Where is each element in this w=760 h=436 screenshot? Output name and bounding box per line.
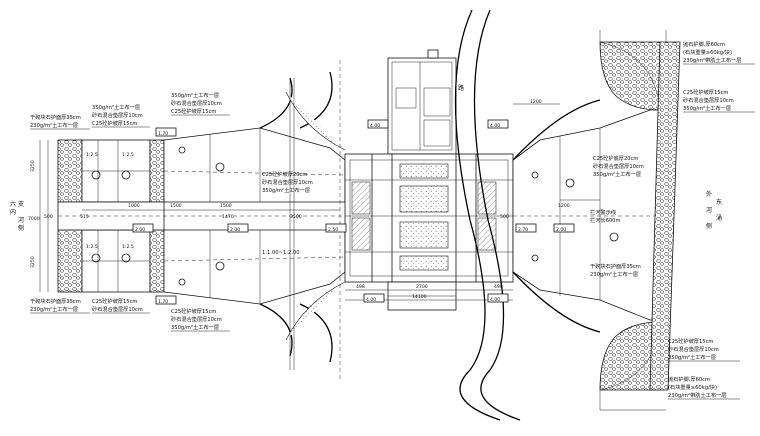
inlet-wing-top-outer bbox=[299, 71, 333, 129]
slope-label-4: 1:2.5 bbox=[122, 244, 134, 250]
ann-tl-riprap: 干砌块石护面厚35cm bbox=[30, 113, 81, 121]
inlet-transition bbox=[58, 127, 346, 305]
control-building bbox=[387, 49, 457, 155]
elev-10: 4.00 bbox=[366, 297, 376, 303]
road-edge-left bbox=[454, 9, 501, 421]
elev-3: 1.70 bbox=[158, 299, 168, 305]
ann-bl-riprap: 干砌块石护面厚35cm bbox=[30, 297, 81, 305]
river-right-3: 河 bbox=[706, 206, 712, 214]
ann-tr-geotex: 230g/m²带肋土工布一层 bbox=[683, 56, 741, 64]
dim-515: 515 bbox=[80, 214, 89, 220]
ann-bl2-gravel: 砂石混合垫层厚10cm bbox=[92, 305, 143, 313]
outlet-transition bbox=[512, 109, 661, 321]
ann-rm-gravel: 砂石混合垫层厚10cm bbox=[593, 162, 644, 170]
right-stone-embankment bbox=[649, 41, 681, 391]
inlet-wing-top bbox=[259, 77, 293, 129]
river-left-3: 支 bbox=[18, 200, 24, 208]
road-label: 路 bbox=[458, 84, 464, 92]
inlet-wing-bot-outer bbox=[299, 303, 333, 363]
dim-left-mid: 500 bbox=[44, 214, 53, 220]
ann-mid-c25: C25砼护坡厚20cm bbox=[262, 170, 307, 178]
elev-1: 1.70 bbox=[158, 131, 168, 137]
dim-total-left: 7000 bbox=[28, 216, 40, 222]
ann-br-c25: C25砼护坡厚15cm bbox=[668, 337, 713, 345]
ann-br-stone-w: (石块重量≥60kg/块) bbox=[668, 383, 717, 391]
ann-tl-geotex: 230g/m²土工布一层 bbox=[30, 121, 78, 129]
ann-br-gravel: 砂石混合垫层厚10cm bbox=[668, 345, 719, 353]
ann-tr-stone: 抛石护脚,厚60cm bbox=[683, 40, 725, 48]
ann-slope: 1:1.00~1:2.00 bbox=[262, 250, 300, 256]
ann-br-geotex: 350g/m²土工布一层 bbox=[668, 353, 716, 361]
dim-3500: 3500 bbox=[290, 214, 302, 220]
elev-11: 4.00 bbox=[490, 297, 500, 303]
ann-tl2-c25: C25砼护坡厚15cm bbox=[92, 119, 137, 127]
elevation-tags: 1.70 2.00 1.70 2.00 4.00 4.00 2.50 2.70 … bbox=[132, 119, 575, 305]
ann-br-stone: 抛石护脚,厚60cm bbox=[668, 375, 710, 383]
ann-rm-c25: C25砼护底厚20cm bbox=[593, 154, 638, 162]
river-right-5: 侧 bbox=[706, 222, 712, 230]
elev-5: 4.00 bbox=[370, 123, 380, 129]
ann-tc-geotex: 350g/m²土工布一层 bbox=[171, 91, 219, 99]
left-riprap-blocks bbox=[57, 139, 165, 293]
ann-tr2-geotex: 350g/m²土工布一层 bbox=[683, 104, 731, 112]
ann-tr-stone-w: (石块重量≥60kg/块) bbox=[683, 48, 732, 56]
ann-tl2-gravel: 砂石混合垫层厚10cm bbox=[92, 111, 143, 119]
slope-label-2: 1:2.5 bbox=[122, 152, 134, 158]
ann-bc-gravel: 砂石混合垫层厚10cm bbox=[171, 315, 222, 323]
ann-rb-geotex: 230g/m²土工布一层 bbox=[590, 270, 638, 278]
elev-4: 2.00 bbox=[230, 227, 240, 233]
dim-1200: 1200 bbox=[530, 99, 542, 105]
dim-left-top: 3250 bbox=[30, 160, 36, 172]
outlet-wing-bot bbox=[512, 271, 601, 333]
river-left-2: 内 bbox=[10, 208, 16, 216]
dim-2700: 2700 bbox=[416, 284, 428, 290]
ann-rb-riprap: 干砌块石护面厚35cm bbox=[590, 262, 641, 270]
dim-498b: 498 bbox=[494, 284, 503, 290]
dim-left-bot: 3250 bbox=[30, 256, 36, 268]
river-left-4: 河 bbox=[18, 216, 24, 224]
dim-500b: 500 bbox=[500, 214, 509, 220]
dim-14100: 14100 bbox=[412, 294, 427, 300]
ann-mid-geotex: 350g/m²土工布一层 bbox=[262, 186, 310, 194]
dim-1500b: 1500 bbox=[220, 203, 232, 209]
river-right-4: 涌 bbox=[716, 214, 722, 222]
inlet-wing-bot bbox=[259, 303, 293, 357]
dim-1000: 1000 bbox=[128, 203, 140, 209]
ann-rm-geotex: 350g/m²土工布一层 bbox=[593, 170, 641, 178]
ann-tc-c25: C25砼护坡厚15cm bbox=[171, 107, 216, 115]
ann-tl2-geotex: 350g/m²土工布一层 bbox=[92, 103, 140, 111]
ann-bc-geotex: 350g/m²土工布一层 bbox=[171, 323, 219, 331]
elev-6: 4.00 bbox=[490, 123, 500, 129]
river-right-1: 外 bbox=[706, 190, 712, 198]
ann-bl2-c25: C25砼护坡厚15cm bbox=[92, 297, 137, 305]
ann-rm-warn-len: 拦河长600m bbox=[590, 216, 621, 224]
outlet-wing-top bbox=[512, 99, 601, 161]
elev-2: 2.00 bbox=[135, 227, 145, 233]
river-right-2: 东 bbox=[716, 198, 722, 206]
river-left-5: 侧 bbox=[18, 224, 24, 232]
ann-mid-gravel: 砂石混合垫层厚10cm bbox=[262, 178, 313, 186]
river-left-1: 六 bbox=[10, 200, 16, 208]
slope-label-1: 1:2.5 bbox=[86, 152, 98, 158]
ann-tr2-c25: C25砼护坡厚15cm bbox=[683, 88, 728, 96]
dim-498: 498 bbox=[356, 284, 365, 290]
elev-9: 2.00 bbox=[556, 227, 566, 233]
elev-7: 2.50 bbox=[328, 227, 338, 233]
ann-tc-gravel: 砂石混合垫层厚10cm bbox=[171, 99, 222, 107]
ann-tr2-gravel: 砂石混合垫层厚10cm bbox=[683, 96, 734, 104]
ann-rm-warn: 拦河警示线 bbox=[590, 208, 616, 216]
dim-1500: 1500 bbox=[170, 203, 182, 209]
dim-1200b: 1200 bbox=[558, 203, 570, 209]
dim-1470: 1470 bbox=[222, 214, 234, 220]
slope-label-3: 1:2.5 bbox=[86, 244, 98, 250]
riprap-arc-top bbox=[599, 41, 661, 111]
ann-br-geotex2: 230g/m²带肋土工布一层 bbox=[668, 391, 726, 399]
lower-building bbox=[387, 281, 457, 311]
ann-bc-c25: C25砼护坡厚15cm bbox=[171, 307, 216, 315]
elev-8: 2.70 bbox=[518, 227, 528, 233]
ann-bl-geotex: 230g/m²土工布一层 bbox=[30, 305, 78, 313]
road-edge-right bbox=[473, 9, 521, 421]
